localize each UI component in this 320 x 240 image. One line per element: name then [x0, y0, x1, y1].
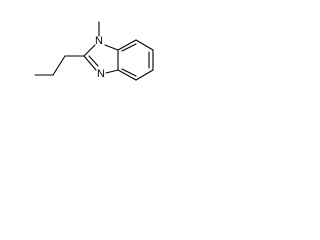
bond-c7-c6 [135, 39, 154, 51]
bond-n1-c2 [83, 44, 96, 57]
bond-propyl1-propyl2 [52, 55, 66, 76]
structure-diagram: N N [34, 21, 154, 81]
bond-c7a-c7-inner [121, 43, 137, 52]
bond-c7a-c7 [117, 39, 137, 51]
nitrogen-label-bottom: N [97, 68, 105, 80]
bond-c4-c3a [117, 69, 137, 81]
bonds [34, 21, 154, 81]
bond-c2-n3-outer [83, 55, 97, 71]
bond-n1-c7a [104, 44, 119, 51]
nitrogen-label-top: N [95, 35, 103, 47]
bond-c5-c4 [135, 69, 154, 81]
bond-c4-c3a-inner [121, 68, 137, 77]
bond-c2-n3-inner [88, 55, 99, 67]
bond-n3-c3a [105, 69, 119, 74]
